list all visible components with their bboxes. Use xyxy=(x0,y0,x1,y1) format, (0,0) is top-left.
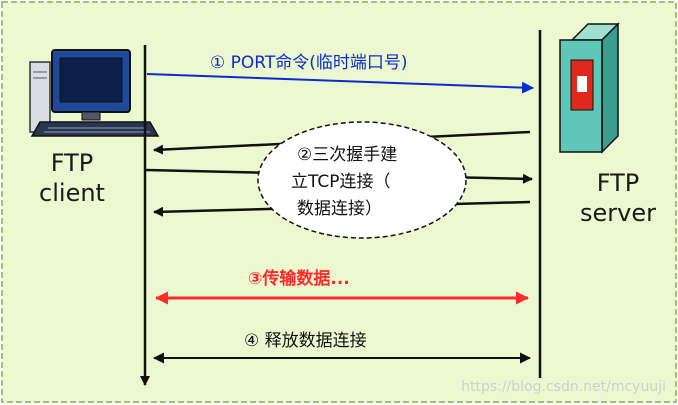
client-label-line1: FTP xyxy=(50,149,94,177)
server-label: FTP server xyxy=(568,168,668,228)
port-command-label: ① PORT命令(临时端口号) xyxy=(210,53,408,73)
server-label-line1: FTP xyxy=(596,169,640,197)
handshake-label-line2: 立TCP连接（ xyxy=(291,172,391,192)
server-tower-icon xyxy=(559,22,620,154)
server-label-line2: server xyxy=(580,199,656,227)
client-label: FTP client xyxy=(22,148,122,208)
desktop-computer-icon xyxy=(29,49,160,137)
release-connection-label: ④ 释放数据连接 xyxy=(244,331,367,351)
watermark: https://blog.csdn.net/mcyuuji xyxy=(461,379,666,395)
handshake-callout xyxy=(257,121,467,239)
port-command-arrow xyxy=(146,73,534,94)
handshake-label-line1: ②三次握手建 xyxy=(297,145,398,165)
client-label-line2: client xyxy=(39,179,105,207)
data-transfer-label: ③传输数据... xyxy=(248,269,350,289)
handshake-label-line3: 数据连接） xyxy=(297,199,382,219)
handshake-label: ②三次握手建 立TCP连接（ 数据连接） xyxy=(277,142,457,223)
